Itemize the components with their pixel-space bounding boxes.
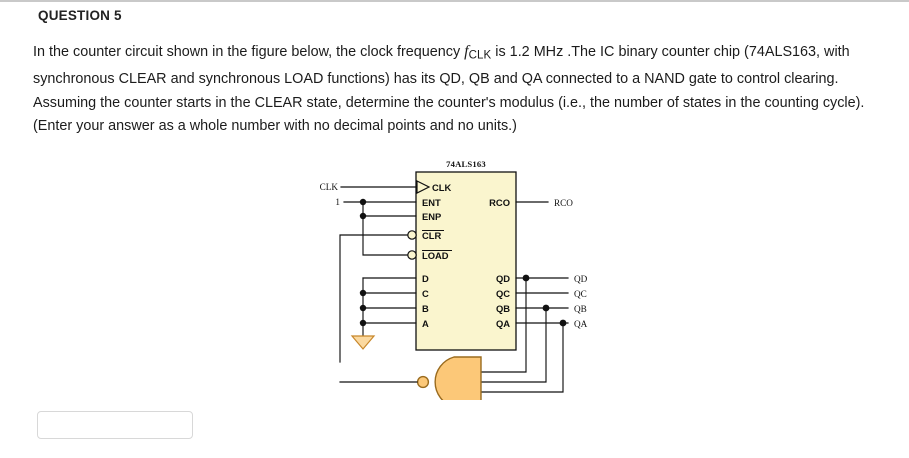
output-label-qa: QA bbox=[574, 319, 588, 329]
junction-dot-c bbox=[359, 289, 367, 297]
pin-label-b: B bbox=[422, 303, 429, 314]
pin-label-qb: QB bbox=[496, 303, 510, 314]
pin-label-rco: RCO bbox=[489, 197, 510, 208]
top-divider bbox=[0, 0, 909, 2]
pin-label-enp: ENP bbox=[422, 211, 441, 222]
wire-qd-to-nand bbox=[480, 277, 527, 373]
pin-label-qa: QA bbox=[496, 318, 510, 329]
junction-dot-b bbox=[359, 304, 367, 312]
output-label-qd: QD bbox=[574, 274, 588, 284]
junction-dot-qd bbox=[522, 274, 530, 282]
pin-label-clr: CLR bbox=[422, 230, 441, 241]
chip-body bbox=[415, 171, 517, 351]
clock-edge-triangle-icon bbox=[416, 180, 431, 194]
wire-one-rail-to-load bbox=[362, 201, 409, 256]
answer-input[interactable] bbox=[37, 411, 193, 439]
junction-dot-enp bbox=[359, 212, 367, 220]
junction-dot-a bbox=[359, 319, 367, 327]
pin-label-c: C bbox=[422, 288, 429, 299]
prompt-text-part3: (74ALS163, with synchronous CLEAR and sy… bbox=[33, 44, 865, 135]
output-label-rco: RCO bbox=[554, 198, 573, 208]
chip-name-label: 74ALS163 bbox=[446, 159, 486, 169]
junction-dot-ent bbox=[359, 198, 367, 206]
nand-gate-body bbox=[434, 356, 482, 400]
junction-dot-qb bbox=[542, 304, 550, 312]
inversion-bubble-load-icon bbox=[407, 250, 417, 260]
frequency-subscript: CLK bbox=[468, 49, 492, 62]
pin-label-d: D bbox=[422, 273, 429, 284]
output-label-qb: QB bbox=[574, 304, 587, 314]
question-prompt: In the counter circuit shown in the figu… bbox=[33, 40, 895, 139]
output-label-qc: QC bbox=[574, 289, 587, 299]
prompt-text-part1: In the counter circuit shown in the figu… bbox=[33, 44, 465, 60]
ground-symbol-icon bbox=[350, 335, 376, 350]
wire-qb-to-nand bbox=[480, 307, 547, 383]
pin-label-clk: CLK bbox=[432, 182, 451, 193]
prompt-text-part2: is 1.2 MHz .The IC binary counter chip bbox=[491, 44, 741, 60]
frequency-symbol: f bbox=[464, 43, 469, 60]
nand-output-bubble-icon bbox=[416, 375, 430, 389]
inversion-bubble-clr-icon bbox=[407, 230, 417, 240]
wire-nand-out-to-clr bbox=[339, 234, 409, 363]
wire-qa-to-nand bbox=[480, 322, 564, 393]
input-label-clk: CLK bbox=[320, 182, 339, 192]
pin-label-load: LOAD bbox=[422, 250, 449, 261]
circuit-figure: 74ALS163 CLK 1 bbox=[318, 150, 618, 400]
pin-label-qd: QD bbox=[496, 273, 510, 284]
input-label-one: 1 bbox=[335, 197, 340, 207]
pin-label-qc: QC bbox=[496, 288, 510, 299]
pin-label-ent: ENT bbox=[422, 197, 441, 208]
junction-dot-qa bbox=[559, 319, 567, 327]
page-title: QUESTION 5 bbox=[38, 8, 122, 23]
pin-label-a: A bbox=[422, 318, 429, 329]
